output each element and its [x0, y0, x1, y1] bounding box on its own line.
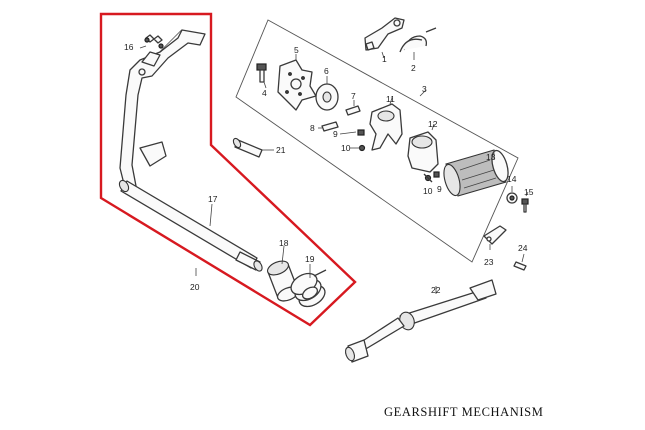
part-15-screw: [521, 198, 529, 213]
callout-1: 1: [382, 54, 387, 64]
callout-17: 17: [208, 194, 218, 204]
part-10-lower-pin: [423, 173, 433, 183]
callout-8: 8: [310, 123, 315, 133]
part-5-cam-plate: [277, 59, 317, 111]
callout-20: 20: [190, 282, 200, 292]
callout-14: 14: [507, 174, 517, 184]
part-13-shift-drum: [443, 149, 509, 197]
callout-19: 19: [305, 254, 315, 264]
callout-11: 11: [386, 94, 395, 104]
callout-15: 15: [524, 187, 534, 197]
part-12-shift-fork: [407, 131, 439, 173]
callout-13: 13: [486, 152, 496, 162]
callout-22: 22: [431, 285, 441, 295]
part-23-link-plate: [483, 225, 507, 245]
drum-assembly-frame: [235, 19, 519, 263]
callout-10-lower: 10: [423, 186, 433, 196]
part-9-bolt: [357, 129, 365, 136]
part-9-lower-bolt: [433, 171, 440, 178]
part-7-pin: [345, 105, 361, 116]
part-21-bolt: [232, 137, 263, 158]
part-1-stopper-arm: [364, 17, 405, 51]
part-8-pin: [321, 121, 339, 132]
part-10-upper-pin: [358, 144, 366, 152]
callout-2: 2: [411, 63, 416, 73]
part-2-stopper-spring: [399, 27, 437, 53]
leader-lines: [139, 45, 529, 294]
callout-4: 4: [262, 88, 267, 98]
callout-9-lower: 9: [437, 184, 442, 194]
callout-6: 6: [324, 66, 329, 76]
callout-12: 12: [428, 119, 438, 129]
callout-5: 5: [294, 45, 299, 55]
callout-9-upper: 9: [333, 129, 338, 139]
part-22-shift-pedal: [344, 279, 497, 363]
part-19-return-spring: [290, 269, 327, 308]
callout-labels: 1 2 3 4 5 6 7 8 9 10 11 12 13 10 9 14 15…: [124, 42, 534, 295]
part-14-drum-center: [506, 192, 518, 204]
callout-10-upper: 10: [341, 143, 351, 153]
part-20-shift-arm: [119, 29, 206, 189]
diagram-title: GEARSHIFT MECHANISM: [384, 405, 543, 419]
part-11-shift-fork: [369, 103, 403, 151]
callout-16: 16: [124, 42, 134, 52]
callout-18: 18: [279, 238, 289, 248]
callout-23: 23: [484, 257, 494, 267]
callout-3: 3: [422, 84, 427, 94]
callout-7: 7: [351, 91, 356, 101]
part-16-spring: [144, 34, 164, 49]
part-4-bolt: [256, 63, 267, 83]
part-17-shift-shaft: [118, 179, 263, 272]
highlighted-assembly-outline: [99, 12, 357, 327]
part-6-plate: [315, 83, 339, 111]
part-24-bolt: [513, 261, 527, 271]
callout-21: 21: [276, 145, 286, 155]
callout-24: 24: [518, 243, 528, 253]
